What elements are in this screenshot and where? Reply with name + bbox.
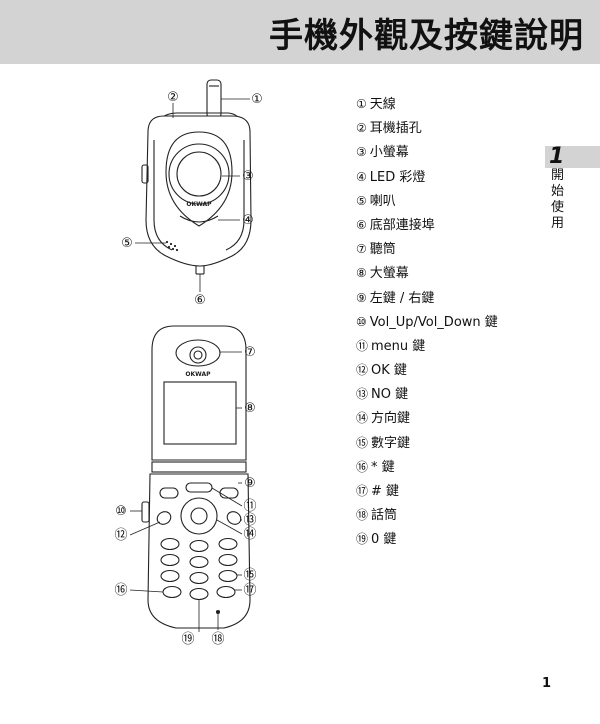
callout-7: ⑦ [244,345,256,360]
callout-17: ⑰ [243,583,256,598]
phone-diagram: OKWAP OKWAP [114,79,263,647]
open-phone-illustration: OKWAP [141,325,251,629]
callout-3: ③ [242,169,254,184]
brand-logo-open: OKWAP [185,371,211,378]
callout-14: ⑭ [243,527,256,542]
callout-4: ④ [242,213,254,228]
callout-10: ⑩ [115,504,127,519]
callout-12: ⑫ [114,528,127,543]
callout-11: ⑪ [243,499,256,514]
callout-18: ⑱ [211,632,224,647]
callout-13: ⑬ [243,513,256,528]
callout-8: ⑧ [244,401,256,416]
legend-item: ⑰# 鍵 [356,484,400,499]
callout-1: ① [251,92,263,107]
chapter-number: 1 [549,144,565,169]
callout-19: ⑲ [181,632,194,647]
callout-2: ② [167,90,179,105]
callout-5: ⑤ [121,236,133,251]
callout-16: ⑯ [114,583,127,598]
callout-9: ⑨ [244,476,256,491]
legend-item: ⑯* 鍵 [356,459,395,475]
chapter-label: 開始使用 [551,168,565,231]
brand-logo: OKWAP [186,201,212,208]
page-number: 1 [542,676,552,691]
closed-phone-illustration: OKWAP [141,79,252,275]
page-title: 手機外觀及按鍵說明 [269,16,584,56]
callout-15: ⑮ [243,568,256,583]
header-band [0,0,600,64]
callout-6: ⑥ [194,293,206,308]
chapter-tab [545,146,600,168]
